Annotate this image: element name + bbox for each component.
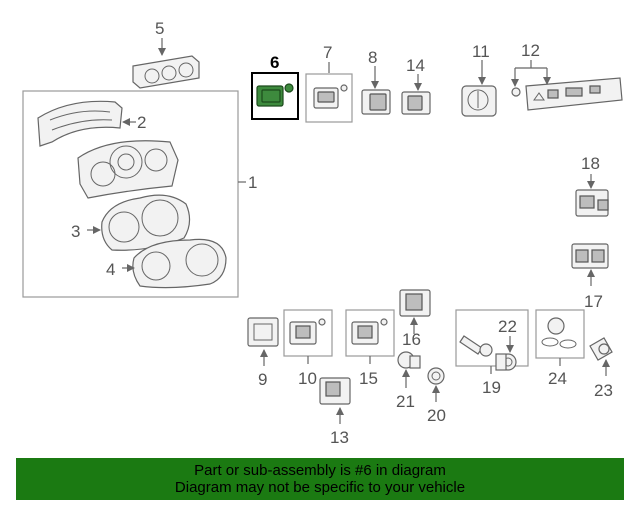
callout-2: 2 <box>137 113 146 132</box>
part-20-ring <box>427 367 445 402</box>
part-18-switch <box>575 174 609 217</box>
part-23-plug <box>589 337 613 376</box>
callout-8: 8 <box>368 48 377 67</box>
callout-9: 9 <box>258 370 267 389</box>
part-19-socket-assembly <box>455 309 529 374</box>
callout-4: 4 <box>106 260 115 279</box>
part-22-socket <box>495 336 517 371</box>
part-combination-meter <box>77 140 179 199</box>
part-13-switch <box>319 377 351 424</box>
part-17-switch <box>571 243 609 286</box>
callout-23: 23 <box>594 381 613 400</box>
callout-14: 14 <box>406 56 425 75</box>
callout-6: 6 <box>270 53 279 72</box>
footer-banner: Part or sub-assembly is #6 in diagram Di… <box>16 458 624 500</box>
callout-20: 20 <box>427 406 446 425</box>
part-4-meter-glass <box>122 238 227 289</box>
callout-3: 3 <box>71 222 80 241</box>
callout-13: 13 <box>330 428 349 447</box>
part-3-meter-ring <box>87 194 191 251</box>
part-15-switch <box>345 309 395 364</box>
part-6-switch-highlighted <box>251 72 299 120</box>
part-14-switch <box>401 74 431 115</box>
callout-18: 18 <box>581 154 600 173</box>
callout-22: 22 <box>498 317 517 336</box>
callout-1: 1 <box>248 173 257 192</box>
part-8-switch <box>361 66 391 115</box>
callout-21: 21 <box>396 392 415 411</box>
part-12-switch-panel <box>511 60 623 111</box>
callout-11: 11 <box>472 42 490 61</box>
callout-17: 17 <box>584 292 603 311</box>
callout-16: 16 <box>402 330 421 349</box>
callout-15: 15 <box>359 369 378 388</box>
part-11-rotary-switch <box>461 60 497 117</box>
footer-line-2: Diagram may not be specific to your vehi… <box>174 479 466 496</box>
footer-line-1: Part or sub-assembly is #6 in diagram <box>194 462 446 479</box>
callout-19: 19 <box>482 378 501 397</box>
part-16-switch <box>399 289 431 334</box>
callout-12: 12 <box>521 41 540 60</box>
part-5-switch-bezel <box>132 38 200 89</box>
part-7-switch <box>305 62 353 123</box>
callout-10: 10 <box>298 369 317 388</box>
callout-24: 24 <box>548 369 567 388</box>
part-9-switch <box>247 317 279 366</box>
part-10-switch <box>283 309 333 364</box>
part-2-meter-hood <box>37 100 136 147</box>
part-24-socket-assembly <box>535 309 585 366</box>
assembly-box-1 <box>22 90 239 298</box>
callout-7: 7 <box>323 43 332 62</box>
part-21-socket <box>397 351 421 388</box>
callout-5: 5 <box>155 19 164 38</box>
